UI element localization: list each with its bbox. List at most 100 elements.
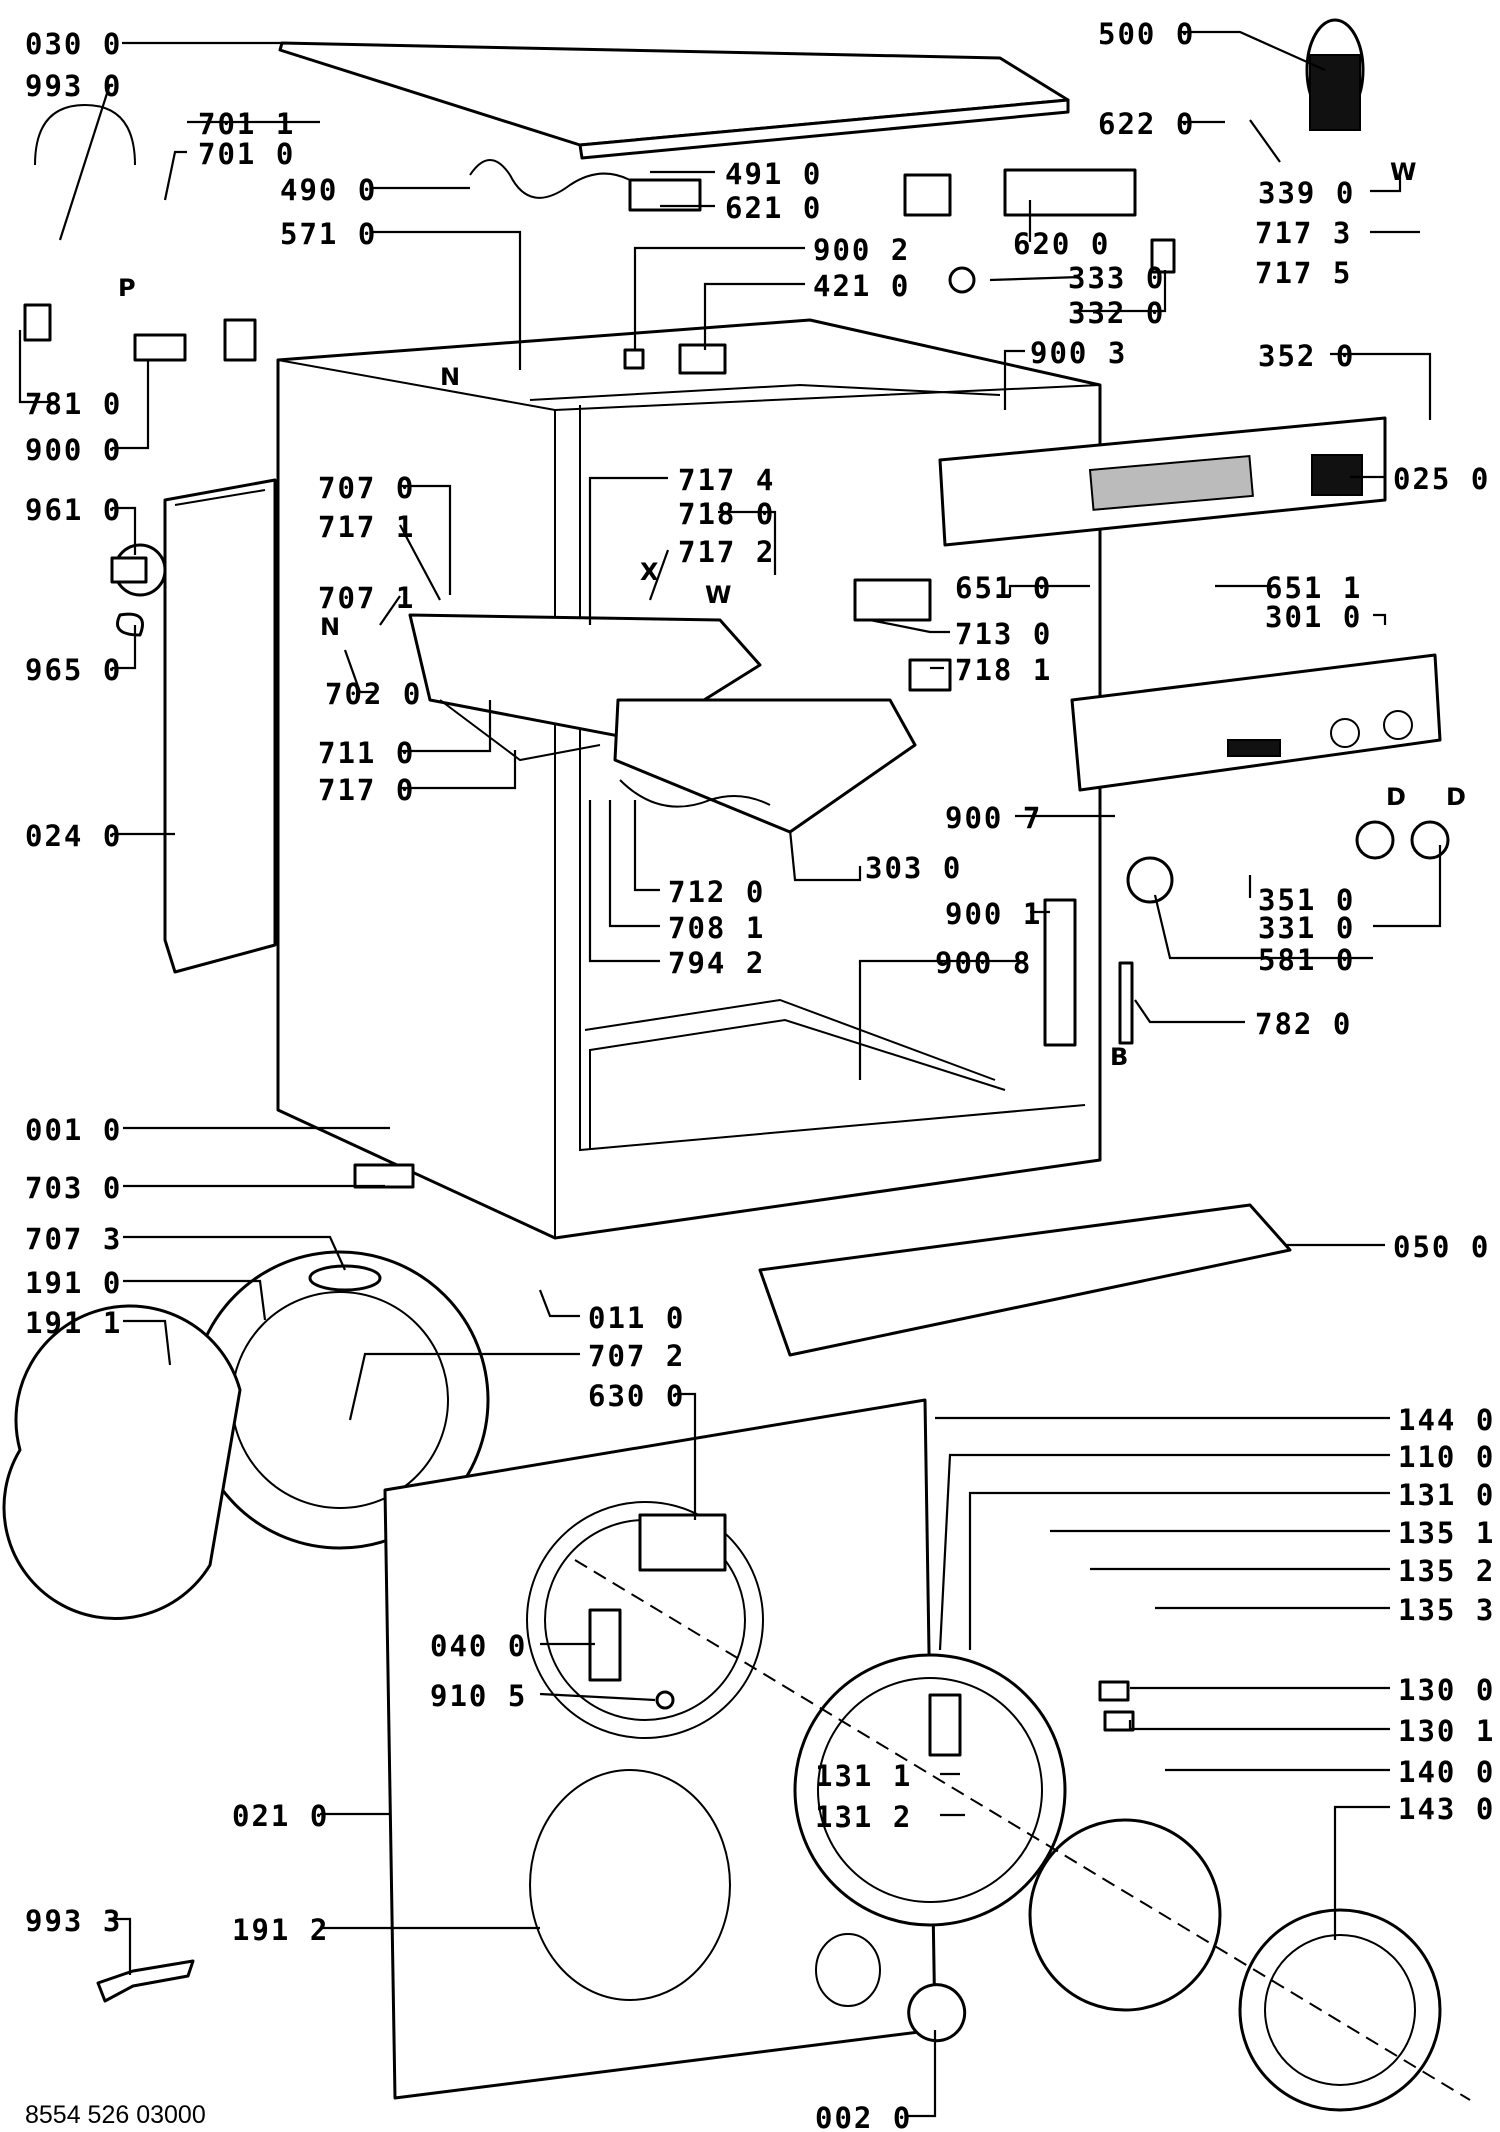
label-707-2: 707 2	[588, 1339, 685, 1373]
label-110-0: 110 0	[1398, 1440, 1495, 1474]
label-703-0: 703 0	[25, 1171, 122, 1205]
label-491-0: 491 0	[725, 157, 822, 191]
label-130-1: 130 1	[1398, 1714, 1495, 1748]
label-717-4: 717 4	[678, 463, 775, 497]
marker-d-right: D	[1446, 783, 1466, 811]
label-717-1: 717 1	[318, 510, 415, 544]
label-490-0: 490 0	[280, 173, 377, 207]
label-571-0: 571 0	[280, 217, 377, 251]
label-303-0: 303 0	[865, 851, 962, 885]
door-frame	[574, 1559, 1471, 2112]
label-620-0: 620 0	[1013, 227, 1110, 261]
label-421-0: 421 0	[813, 269, 910, 303]
label-794-2: 794 2	[668, 946, 765, 980]
label-713-0: 713 0	[955, 617, 1052, 651]
leader-lines	[18, 30, 1442, 2118]
label-910-5: 910 5	[430, 1679, 527, 1713]
label-900-8: 900 8	[935, 946, 1032, 980]
label-301-0: 301 0	[1265, 600, 1362, 634]
marker-p: P	[118, 274, 136, 302]
label-717-3: 717 3	[1255, 216, 1352, 250]
label-651-0: 651 0	[955, 571, 1052, 605]
label-021-0: 021 0	[232, 1799, 329, 1833]
control-panel-back	[938, 416, 1387, 547]
label-011-0: 011 0	[588, 1301, 685, 1335]
label-711-0: 711 0	[318, 736, 415, 770]
rear-panel	[163, 478, 277, 974]
label-351-0: 351 0	[1258, 883, 1355, 917]
label-712-0: 712 0	[668, 875, 765, 909]
letter-markers: P N X W W N D D B	[118, 158, 1466, 1071]
marker-n-side: N	[320, 613, 340, 641]
label-030-0: 030 0	[25, 27, 122, 61]
label-961-0: 961 0	[25, 493, 122, 527]
label-002-0: 002 0	[815, 2101, 912, 2132]
label-965-0: 965 0	[25, 653, 122, 687]
label-651-1: 651 1	[1265, 571, 1362, 605]
door-seal-ring	[2, 1250, 490, 1621]
label-025-0: 025 0	[1393, 462, 1490, 496]
marker-d-left: D	[1386, 783, 1406, 811]
label-191-2: 191 2	[232, 1913, 329, 1947]
label-191-0: 191 0	[25, 1266, 122, 1300]
label-717-5: 717 5	[1255, 256, 1352, 290]
label-630-0: 630 0	[588, 1379, 685, 1413]
marker-x: X	[640, 558, 659, 586]
label-718-0: 718 0	[678, 497, 775, 531]
label-781-0: 781 0	[25, 387, 122, 421]
label-717-2: 717 2	[678, 535, 775, 569]
label-900-2: 900 2	[813, 233, 910, 267]
plinth	[758, 1203, 1292, 1357]
label-001-0: 001 0	[25, 1113, 122, 1147]
label-352-0: 352 0	[1258, 339, 1355, 373]
label-131-2: 131 2	[815, 1800, 912, 1834]
label-993-0: 993 0	[25, 69, 122, 103]
label-135-1: 135 1	[1398, 1516, 1495, 1550]
label-708-1: 708 1	[668, 911, 765, 945]
label-131-1: 131 1	[815, 1759, 912, 1793]
label-040-0: 040 0	[430, 1629, 527, 1663]
label-718-1: 718 1	[955, 653, 1052, 687]
label-339-0: 339 0	[1258, 176, 1355, 210]
label-622-0: 622 0	[1098, 107, 1195, 141]
label-131-0: 131 0	[1398, 1478, 1495, 1512]
top-cover	[278, 41, 1070, 160]
label-333-0: 333 0	[1068, 261, 1165, 295]
marker-n-top: N	[440, 363, 460, 391]
marker-b: B	[1110, 1043, 1128, 1071]
small-parts	[23, 18, 1450, 2043]
drawing-code: 8554 526 03000	[25, 2101, 206, 2129]
label-707-1: 707 1	[318, 581, 415, 615]
label-707-3: 707 3	[25, 1222, 122, 1256]
marker-w-dispenser: W	[705, 581, 731, 609]
label-707-0: 707 0	[318, 471, 415, 505]
label-782-0: 782 0	[1255, 1007, 1352, 1041]
label-701-0: 701 0	[198, 137, 295, 171]
front-fascia	[1070, 653, 1442, 792]
label-135-3: 135 3	[1398, 1593, 1495, 1627]
label-900-0: 900 0	[25, 433, 122, 467]
label-900-1: 900 1	[945, 897, 1042, 931]
label-717-0: 717 0	[318, 773, 415, 807]
label-993-3: 993 3	[25, 1904, 122, 1938]
label-144-0: 144 0	[1398, 1403, 1495, 1437]
label-900-3: 900 3	[1030, 336, 1127, 370]
label-140-0: 140 0	[1398, 1755, 1495, 1789]
part-labels: 030 0 993 0 701 1 701 0 490 0 491 0 621 …	[25, 17, 1495, 2132]
label-701-1: 701 1	[198, 107, 295, 141]
label-500-0: 500 0	[1098, 17, 1195, 51]
label-135-2: 135 2	[1398, 1554, 1495, 1588]
label-143-0: 143 0	[1398, 1792, 1495, 1826]
label-702-0: 702 0	[325, 677, 422, 711]
detergent-dispenser	[408, 613, 917, 834]
label-332-0: 332 0	[1068, 296, 1165, 330]
label-191-1: 191 1	[25, 1306, 122, 1340]
label-050-0: 050 0	[1393, 1230, 1490, 1264]
label-621-0: 621 0	[725, 191, 822, 225]
label-024-0: 024 0	[25, 819, 122, 853]
label-331-0: 331 0	[1258, 911, 1355, 945]
label-900-7: 900 7	[945, 801, 1042, 835]
label-130-0: 130 0	[1398, 1673, 1495, 1707]
label-581-0: 581 0	[1258, 943, 1355, 977]
